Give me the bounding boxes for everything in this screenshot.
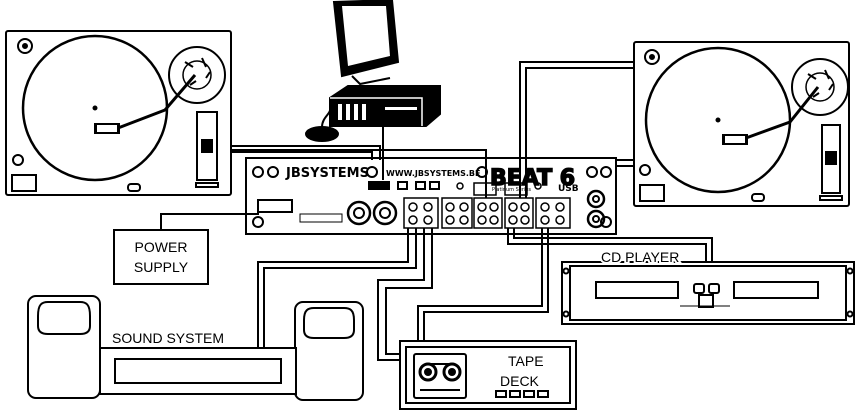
turntable-left-cable (231, 145, 381, 160)
turntable-right-cable (616, 159, 634, 167)
phono-right-cable (519, 61, 634, 198)
right-speaker (294, 301, 364, 401)
power-supply-label-line2: SUPPLY (134, 259, 189, 275)
computer (305, 0, 441, 142)
tape-deck-label-line1: TAPE (508, 353, 544, 369)
mixer-series: Platinum Series (492, 187, 531, 193)
power-supply: POWER SUPPLY (113, 229, 209, 285)
cables (160, 61, 713, 361)
power-cable (160, 206, 259, 230)
mixer-brand: JBSYSTEMS (285, 166, 369, 181)
master-out-cable (257, 228, 409, 348)
mixer-model: BEAT 6 (490, 166, 575, 191)
cd-player-label: CD PLAYER (601, 249, 679, 265)
left-speaker (27, 295, 101, 399)
cd-cable (507, 228, 707, 262)
mixer-usb: USB (558, 184, 579, 194)
tape-in-cable (417, 228, 543, 341)
mixer-website: WWW.JBSYSTEMS.BE (386, 169, 481, 178)
power-supply-label-line1: POWER (135, 239, 188, 255)
sound-system: SOUND SYSTEM (99, 330, 297, 395)
tape-deck: TAPE DECK (399, 340, 577, 410)
phono-left-cable (231, 149, 487, 198)
sound-system-label: SOUND SYSTEM (112, 330, 224, 346)
left-turntable (5, 30, 232, 196)
mixer-rear-panel: JBSYSTEMS WWW.JBSYSTEMS.BE BEAT 6 Platin… (245, 157, 617, 235)
right-turntable (633, 41, 850, 207)
cd-player: CD PLAYER (561, 247, 855, 325)
rec-out-cable (377, 228, 425, 361)
tape-deck-label-line2: DECK (500, 373, 540, 389)
mouse (305, 126, 339, 142)
